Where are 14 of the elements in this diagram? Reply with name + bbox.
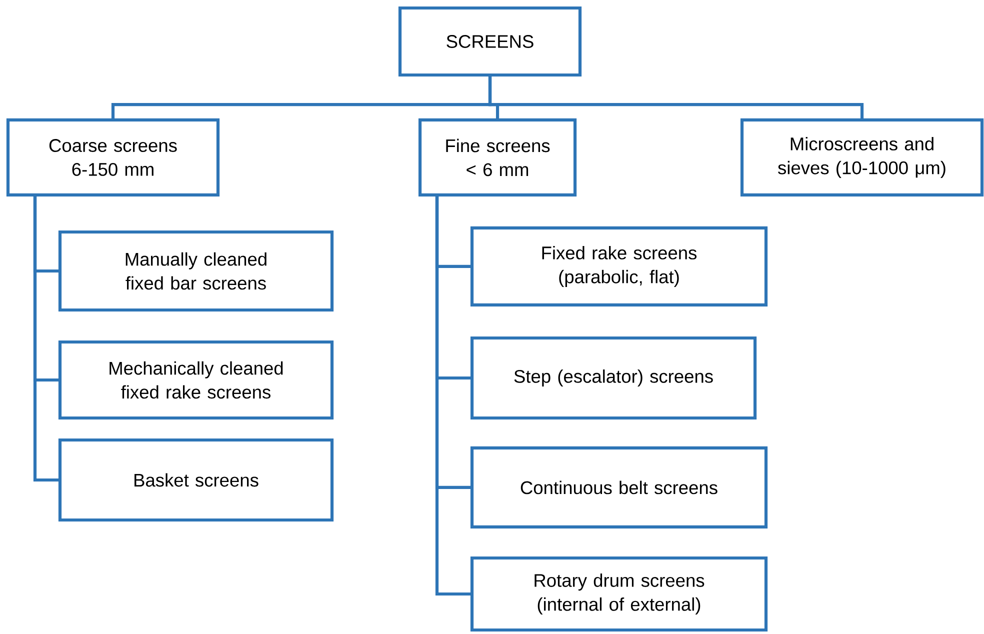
screen-box: Fine screens < 6 mm bbox=[418, 118, 577, 197]
connector-line bbox=[435, 194, 472, 596]
screen-box: Rotary drum screens (internal of external) bbox=[470, 556, 768, 632]
screen-box: Basket screens bbox=[58, 438, 334, 522]
screen-box: Step (escalator) screens bbox=[470, 336, 757, 420]
screen-box: SCREENS bbox=[398, 6, 582, 77]
screen-box: Microscreens and sieves (10-1000 μm) bbox=[740, 118, 984, 197]
screen-box: Fixed rake screens (parabolic, flat) bbox=[470, 226, 768, 307]
screen-box: Mechanically cleaned fixed rake screens bbox=[58, 340, 334, 420]
screen-box: Coarse screens 6-150 mm bbox=[6, 118, 220, 197]
connector-line bbox=[33, 194, 60, 482]
screen-box: Manually cleaned fixed bar screens bbox=[58, 230, 334, 312]
connector-line bbox=[488, 75, 864, 120]
screen-box: Continuous belt screens bbox=[470, 446, 768, 529]
